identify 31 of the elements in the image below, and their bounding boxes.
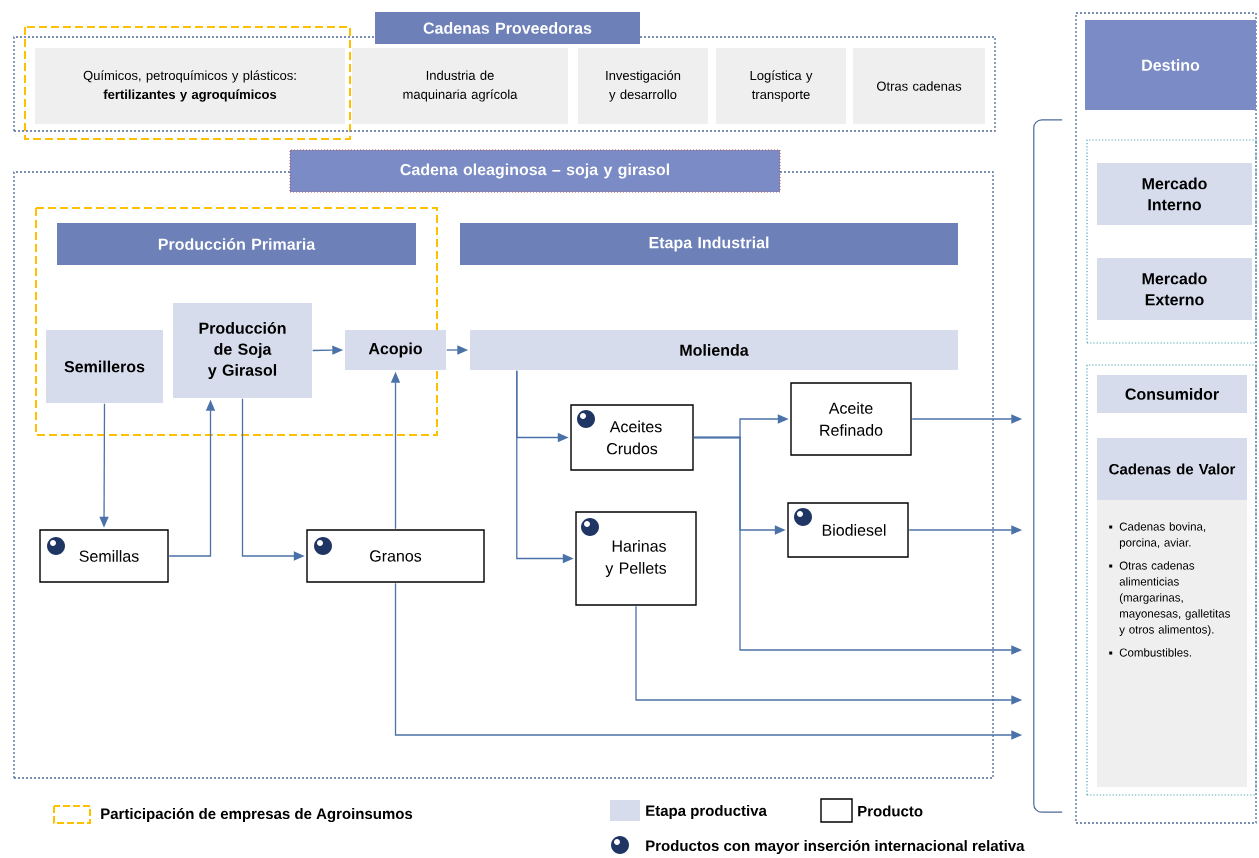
supplier-box: Industria de maquinaria agrícola bbox=[352, 48, 568, 124]
dotted-group-frame bbox=[1086, 139, 1257, 344]
stage-box: Producción de Soja y Girasol bbox=[173, 303, 312, 398]
supplier-box: Logística y transporte bbox=[716, 48, 846, 124]
product-box: Harinas y Pellets bbox=[575, 511, 697, 606]
stage-box: Mercado Externo bbox=[1097, 258, 1252, 320]
product-box: Biodiesel bbox=[787, 502, 909, 558]
supplier-box: Otras cadenas bbox=[853, 48, 985, 124]
dotted-group-frame bbox=[1086, 364, 1257, 796]
value-chain-box: Cadenas de Valor Cadenas bovina, porcina, aviar. Otras cadenas alimenticias (margarinas, mayonesas, galletitas y otros alimentos). Combustibles. bbox=[1097, 438, 1247, 787]
stage-box: Mercado Interno bbox=[1097, 163, 1252, 225]
product-box: Semillas bbox=[39, 529, 169, 583]
product-box: Aceite Refinado bbox=[790, 382, 912, 456]
bracket bbox=[1033, 119, 1063, 813]
stage-box: Consumidor bbox=[1097, 375, 1247, 413]
header-band: Destino bbox=[1085, 20, 1256, 110]
stage-band: Producción Primaria bbox=[57, 223, 416, 265]
header-band: Cadenas Proveedoras bbox=[375, 12, 640, 44]
stage-box: Acopio bbox=[345, 330, 446, 370]
supplier-box: Químicos, petroquímicos y plásticos: fertilizantes y agroquímicos bbox=[35, 48, 345, 124]
legend-label: Participación de empresas de Agroinsumos bbox=[101, 807, 413, 823]
supplier-box: Investigación y desarrollo bbox=[578, 48, 708, 124]
legend-label: Productos con mayor inserción internacional relativa bbox=[646, 839, 1025, 855]
product-box: Aceites Crudos bbox=[570, 404, 694, 471]
stage-box: Molienda bbox=[470, 330, 958, 370]
header-band: Cadena oleaginosa – soja y girasol bbox=[289, 149, 781, 193]
legend-label: Etapa productiva bbox=[646, 805, 767, 819]
legend-label: Producto bbox=[858, 805, 923, 817]
stage-box: Semilleros bbox=[46, 330, 163, 403]
stage-band: Etapa Industrial bbox=[460, 223, 958, 265]
product-box: Granos bbox=[306, 529, 485, 583]
